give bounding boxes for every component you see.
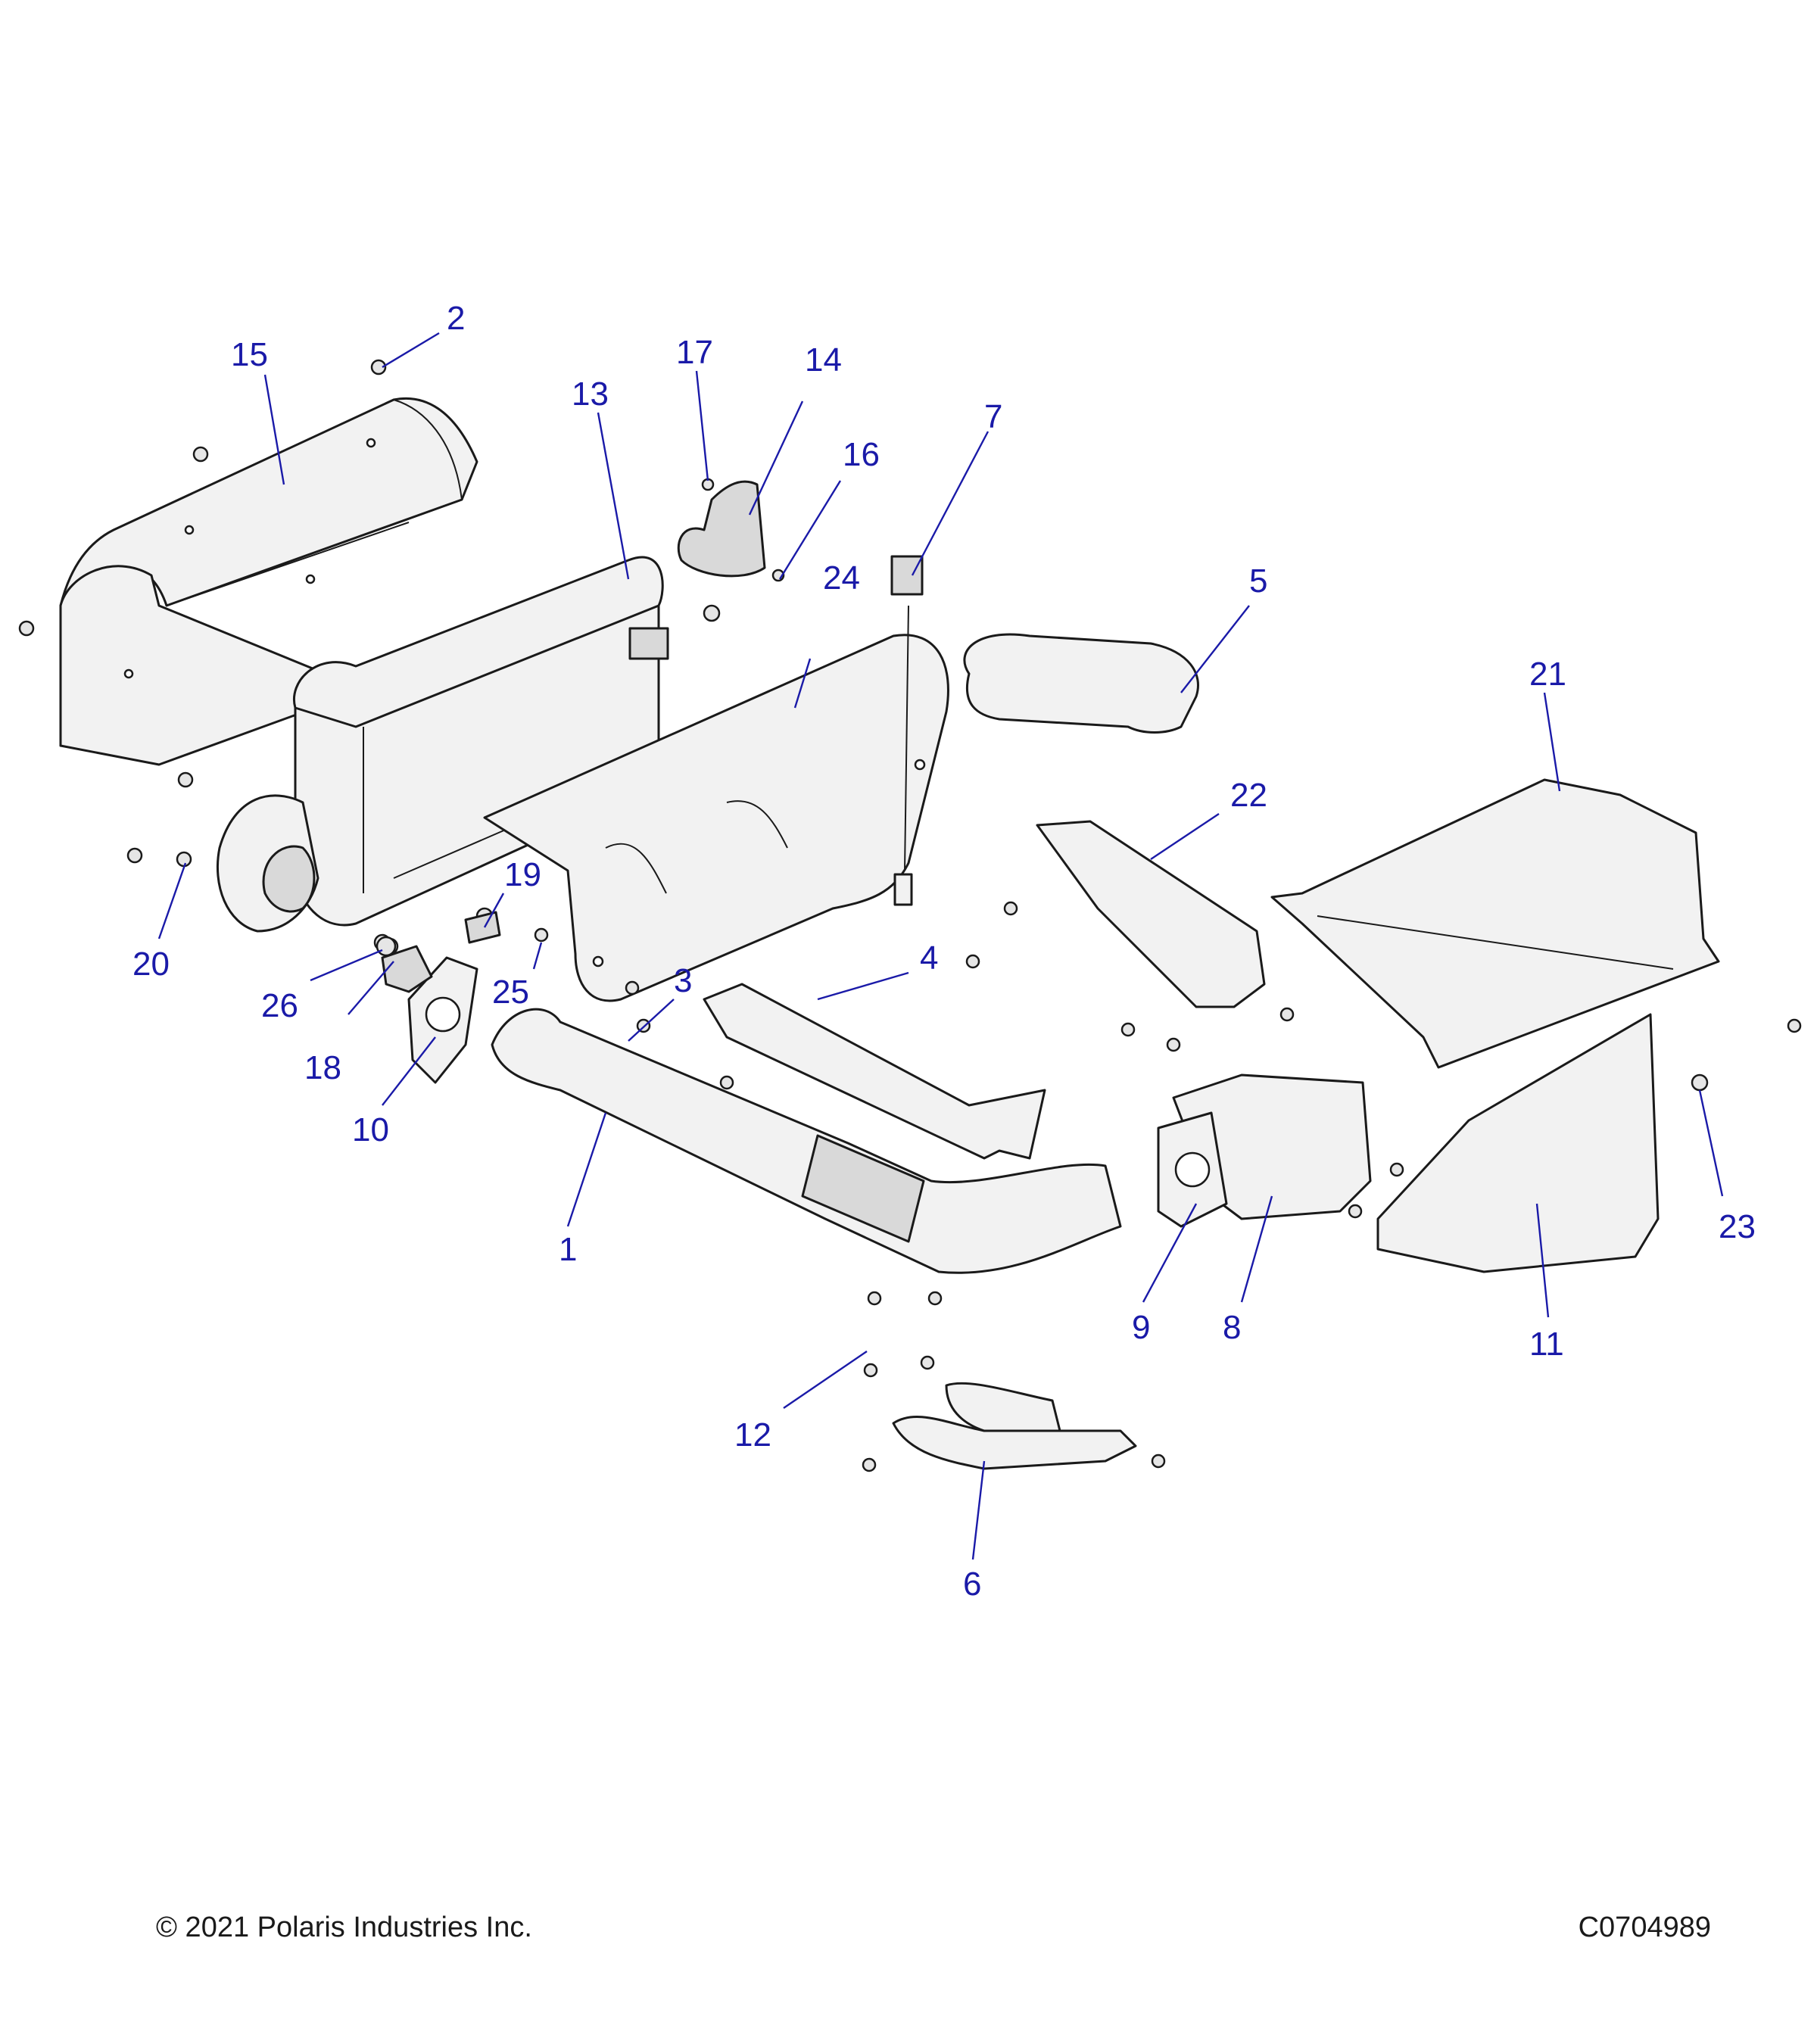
part-22-heat-shield (1036, 820, 1266, 1008)
callout-11: 11 (1529, 1326, 1564, 1363)
callout-labels: 1 2 3 4 5 6 7 8 9 10 11 12 13 14 15 16 1… (132, 300, 1756, 1603)
part-24-heat-shield (483, 634, 949, 1002)
callout-25: 25 (492, 974, 529, 1011)
part-15-heat-shield (59, 397, 478, 766)
callout-2: 2 (447, 300, 465, 337)
part-4-heat-shield (703, 983, 1046, 1160)
callout-16: 16 (843, 436, 880, 473)
callout-4: 4 (920, 939, 938, 977)
callout-12: 12 (734, 1416, 771, 1454)
copyright-notice: © 2021 Polaris Industries Inc. (156, 1912, 532, 1943)
part-14-outlet-tip (677, 480, 766, 578)
callout-7: 7 (984, 398, 1002, 435)
callout-8: 8 (1223, 1309, 1241, 1346)
part-7-oxygen-sensor (890, 555, 924, 906)
callout-23: 23 (1719, 1208, 1756, 1245)
callout-14: 14 (805, 341, 842, 379)
callout-10: 10 (352, 1111, 389, 1148)
callout-1: 1 (559, 1231, 577, 1268)
part-1-head-pipe (491, 1008, 1372, 1274)
callout-21: 21 (1529, 656, 1566, 693)
drawing-number: C0704989 (1578, 1912, 1711, 1943)
callout-6: 6 (963, 1566, 981, 1603)
small-parts (376, 911, 1228, 1228)
callout-24: 24 (823, 559, 860, 597)
part-11-heat-shield (1376, 1013, 1660, 1273)
callout-26: 26 (261, 987, 298, 1024)
part-13-muffler (216, 556, 669, 933)
callout-18: 18 (304, 1049, 341, 1086)
callout-15: 15 (231, 336, 268, 373)
callout-9: 9 (1132, 1309, 1150, 1346)
callout-13: 13 (572, 375, 609, 413)
callout-22: 22 (1230, 777, 1267, 814)
leader-lines (157, 332, 1724, 1560)
part-21-heat-shield (1270, 778, 1720, 1069)
part-5-pipe-cover (963, 633, 1199, 734)
callout-3: 3 (674, 962, 692, 999)
part-6-bracket (892, 1382, 1137, 1470)
callout-17: 17 (676, 334, 713, 371)
callout-19: 19 (504, 856, 541, 893)
callout-5: 5 (1249, 562, 1267, 600)
callout-20: 20 (132, 946, 170, 983)
